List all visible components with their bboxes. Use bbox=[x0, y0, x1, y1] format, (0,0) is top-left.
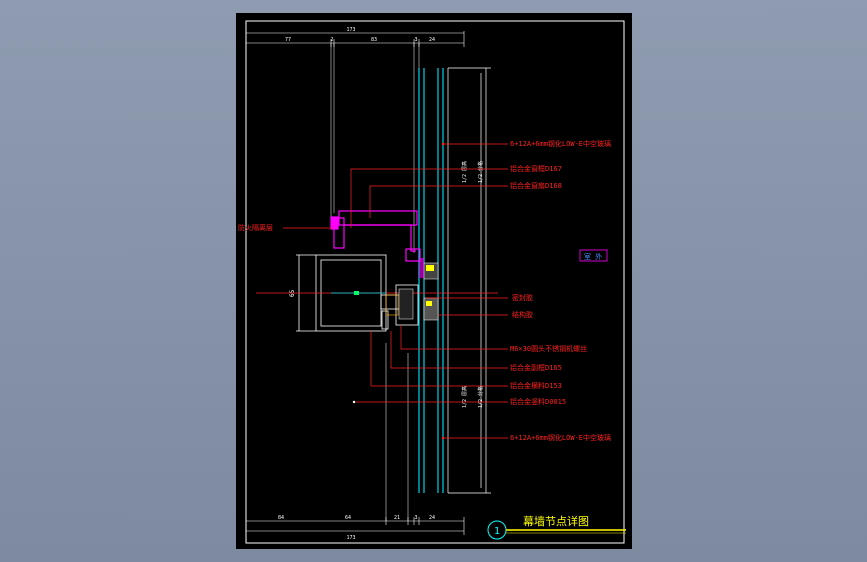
dim-top-seg-1: 77 bbox=[285, 37, 291, 43]
dim-top-seg-4: 3 bbox=[414, 37, 417, 43]
dim-top-seg-2: 2 bbox=[330, 37, 333, 43]
dim-bottom-seg-5: 24 bbox=[429, 515, 435, 521]
callout-profile-167: 铝合金窗框D167 bbox=[510, 164, 562, 173]
dim-bottom-seg-1: 84 bbox=[278, 515, 284, 521]
dim-bottom-total: 173 bbox=[346, 535, 355, 541]
bottom-dimension-chain bbox=[245, 517, 465, 535]
extension-lines bbox=[245, 43, 420, 521]
cad-drawing: 173 77 2 83 3 24 1/2 层高 1/2 分格 1/2 层高 1/… bbox=[238, 20, 626, 544]
callout-glass-bottom: 6+12A+6mm钢化LOW-E中空玻璃 bbox=[510, 433, 611, 442]
callout-profile-153: 铝合金横料D153 bbox=[510, 381, 562, 390]
title-number: 1 bbox=[494, 526, 500, 537]
dim-side-lower-b: 1/2 分格 bbox=[477, 386, 484, 408]
callout-profile-168: 铝合金窗扇D168 bbox=[510, 181, 562, 190]
outer-face-lines bbox=[447, 67, 491, 494]
drawing-border bbox=[245, 20, 625, 544]
drawing-title: 幕墙节点详图 bbox=[523, 514, 589, 528]
leader-lines bbox=[283, 143, 508, 439]
sealant-blocks bbox=[354, 258, 439, 326]
dim-bottom-seg-3: 21 bbox=[394, 515, 400, 521]
drawing-frame: 173 77 2 83 3 24 1/2 层高 1/2 分格 1/2 层高 1/… bbox=[236, 13, 632, 549]
callout-glass-top: 6+12A+6mm钢化LOW-E中空玻璃 bbox=[510, 139, 611, 148]
callout-weather-seal: 密封胶 bbox=[512, 293, 533, 302]
dim-side-lower-a: 1/2 层高 bbox=[461, 386, 468, 408]
callout-fire-seal: 防火隔离层 bbox=[238, 223, 273, 232]
callout-profile-165: 铝合金副框D165 bbox=[510, 363, 562, 372]
callout-structural-seal: 结构胶 bbox=[512, 310, 533, 319]
dim-top-seg-5: 24 bbox=[429, 37, 435, 43]
transom-profile bbox=[330, 210, 421, 262]
dim-top-total: 173 bbox=[346, 27, 355, 33]
dim-bottom-seg-4: 3 bbox=[414, 515, 417, 521]
callout-profile-c015: 铝合金竖料D0015 bbox=[510, 397, 566, 406]
callout-screw: M6×30圆头不锈钢机螺丝 bbox=[510, 344, 587, 353]
dim-bottom-seg-2: 64 bbox=[345, 515, 351, 521]
dim-top-seg-3: 83 bbox=[371, 37, 377, 43]
outside-label: 室 外 bbox=[584, 252, 602, 261]
dim-side-upper-a: 1/2 层高 bbox=[461, 161, 468, 183]
outside-label-box bbox=[579, 249, 608, 262]
dim-side-upper-b: 1/2 分格 bbox=[477, 161, 484, 183]
glass-panes bbox=[418, 68, 444, 493]
